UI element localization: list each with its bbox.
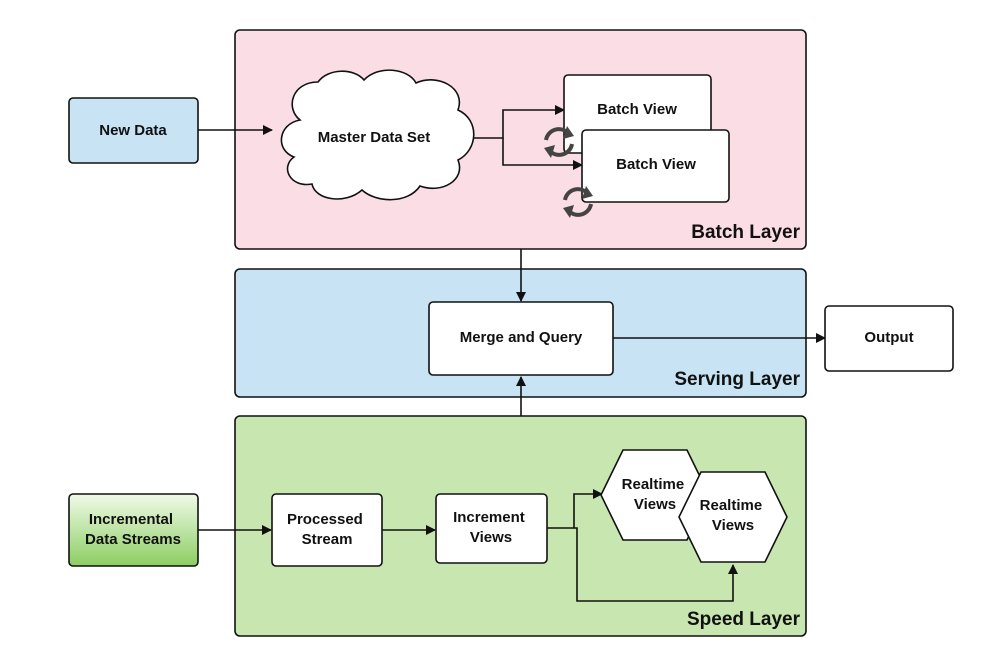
batch-view-2-node: Batch View [581,129,730,203]
arrow-master-to-batch-view-1 [469,105,565,139]
merge-and-query-node: Merge and Query [428,301,614,376]
output-label: Output [864,329,913,346]
connectors [198,105,826,602]
output-node: Output [824,305,954,372]
master-data-set-label: Master Data Set [318,129,431,146]
batch-view-2-label: Batch View [616,156,696,173]
refresh-icon [563,186,593,218]
realtime-views-2-node: Realtime Views [678,471,788,563]
master-data-set-node: Master Data Set [280,69,475,201]
new-data-label: New Data [99,122,167,139]
new-data-node: New Data [68,97,199,164]
speed-layer-label: Speed Layer [687,609,801,630]
increment-views-label: Increment Views [453,509,529,546]
realtime-views-1-label: Realtime Views [622,476,689,513]
processed-stream-label: Processed Stream [287,511,367,548]
serving-layer-label: Serving Layer [674,369,800,390]
increment-views-node: Increment Views [435,493,548,564]
arrow-increment-to-realtime-2 [574,527,738,602]
master-data-set-cloud [280,69,475,201]
batch-layer-label: Batch Layer [691,222,800,243]
incremental-data-streams-label: Incremental Data Streams [85,511,181,548]
refresh-icon [544,126,574,158]
arrow-master-to-batch-view-2 [502,138,583,170]
merge-and-query-label: Merge and Query [460,329,583,346]
processed-stream-node: Processed Stream [271,493,383,567]
realtime-views-2-label: Realtime Views [700,497,767,534]
incremental-data-streams-node: Incremental Data Streams [68,493,199,567]
batch-view-1-label: Batch View [597,101,677,118]
arrow-increment-to-realtime-1 [547,489,603,529]
